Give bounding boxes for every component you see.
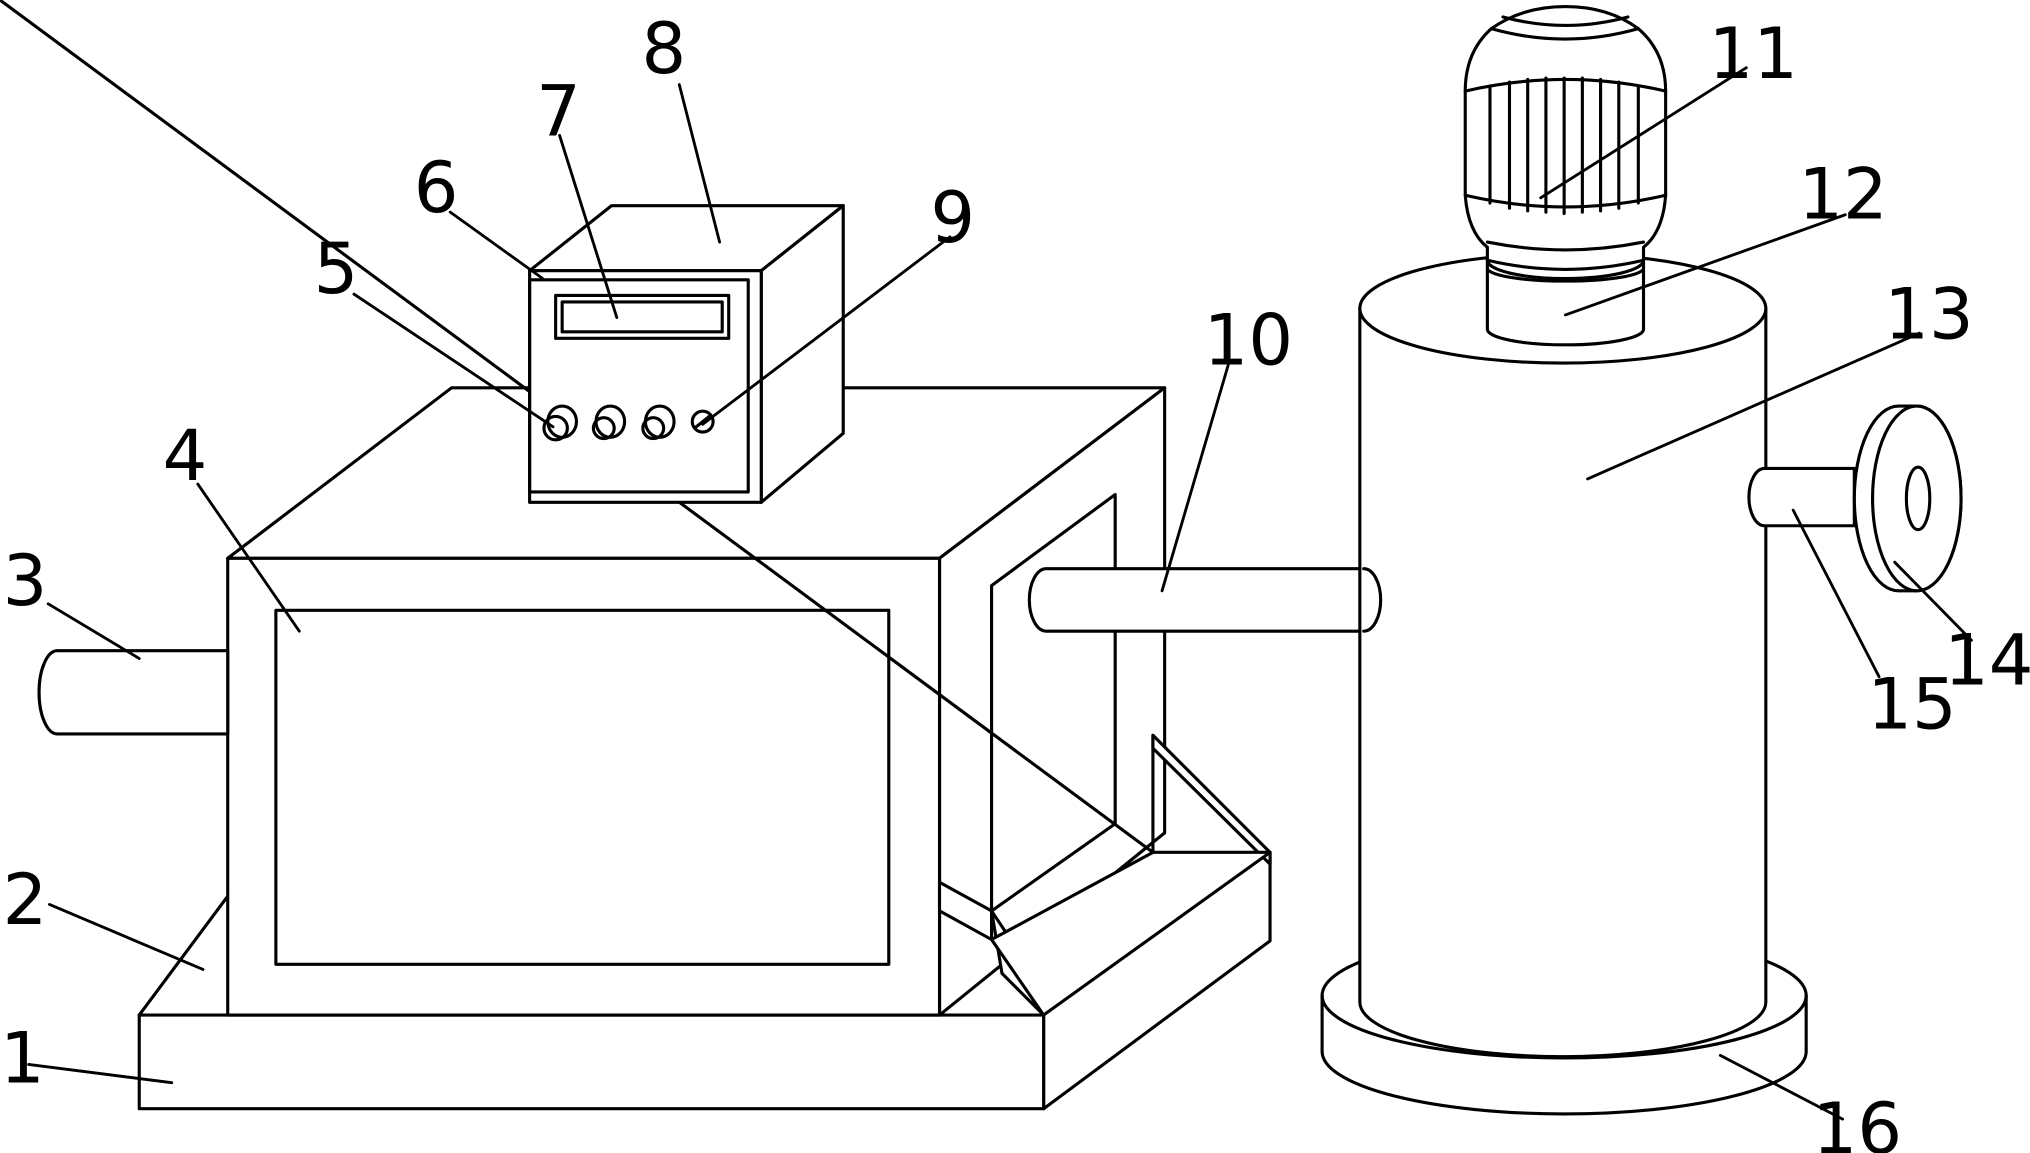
label-15: 15 bbox=[1867, 664, 1956, 746]
label-8: 8 bbox=[642, 8, 687, 90]
main-housing bbox=[226, 386, 1167, 1017]
label-16: 16 bbox=[1813, 1088, 1902, 1153]
knob-icon bbox=[591, 404, 627, 441]
reference-numerals: 1 2 3 4 5 6 7 8 9 10 11 12 13 14 15 16 bbox=[0, 8, 2030, 1153]
indicator-icon bbox=[690, 409, 715, 434]
label-6: 6 bbox=[414, 147, 459, 229]
label-11: 11 bbox=[1709, 13, 1798, 95]
label-5: 5 bbox=[314, 228, 359, 310]
side-outlet bbox=[1747, 404, 1963, 593]
motor-neck bbox=[1485, 258, 1646, 347]
label-13: 13 bbox=[1884, 273, 1973, 355]
motor bbox=[1463, 4, 1668, 271]
label-12: 12 bbox=[1798, 154, 1887, 236]
inlet-pipe bbox=[37, 649, 230, 736]
cylinder-tank bbox=[1358, 252, 1768, 1059]
control-box bbox=[528, 204, 845, 504]
label-1: 1 bbox=[0, 1018, 45, 1100]
label-10: 10 bbox=[1204, 299, 1293, 381]
label-14: 14 bbox=[1944, 620, 2030, 702]
leader-lines bbox=[27, 66, 1973, 1121]
knob-icon bbox=[641, 404, 676, 441]
label-7: 7 bbox=[536, 70, 581, 152]
label-3: 3 bbox=[3, 540, 48, 622]
knob-icon bbox=[542, 404, 579, 442]
label-9: 9 bbox=[930, 177, 975, 259]
connecting-pipe bbox=[1027, 567, 1383, 633]
label-2: 2 bbox=[3, 859, 48, 941]
label-4: 4 bbox=[163, 415, 208, 497]
